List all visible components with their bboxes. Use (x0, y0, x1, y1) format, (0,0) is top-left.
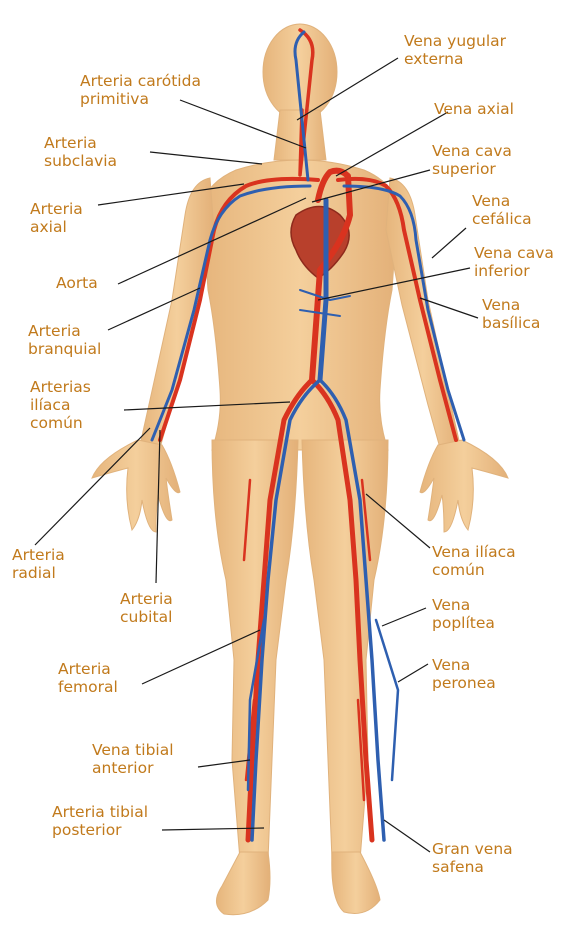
leader-line-13 (366, 494, 430, 548)
leader-line-11 (108, 288, 200, 330)
label-vena-poplitea: Vena poplítea (432, 596, 495, 632)
label-arteria-radial: Arteria radial (12, 546, 65, 582)
label-arteria-carotida-primitiva: Arteria carótida primitiva (80, 72, 201, 108)
leader-line-6 (98, 184, 244, 205)
label-arteria-subclavia: Arteria subclavia (44, 134, 117, 170)
label-vena-tibial-anterior: Vena tibial anterior (92, 741, 174, 777)
leader-line-18 (398, 664, 428, 682)
label-vena-iliaca-comun: Vena ilíaca común (432, 543, 516, 579)
leader-line-12 (124, 402, 290, 410)
label-vena-yugular-externa: Vena yugular externa (404, 32, 506, 68)
label-vena-peronea: Vena peronea (432, 656, 496, 692)
label-vena-cefalica: Vena cefálica (472, 192, 532, 228)
leader-line-9 (118, 198, 306, 284)
label-arterias-iliaca-comun: Arterias ilíaca común (30, 378, 91, 432)
leader-line-7 (432, 228, 466, 258)
leader-line-17 (142, 630, 260, 684)
leader-line-4 (150, 152, 262, 164)
leader-line-8 (318, 268, 470, 300)
leader-line-10 (420, 298, 478, 318)
label-aorta: Aorta (56, 274, 98, 292)
leader-line-20 (162, 828, 264, 830)
label-arteria-branquial: Arteria branquial (28, 322, 101, 358)
label-arteria-tibial-posterior: Arteria tibial posterior (52, 803, 148, 839)
leader-line-21 (384, 820, 430, 852)
leader-line-5 (312, 170, 430, 202)
label-arteria-axial: Arteria axial (30, 200, 83, 236)
leader-line-14 (35, 428, 150, 545)
label-arteria-femoral: Arteria femoral (58, 660, 118, 696)
leader-line-16 (382, 608, 426, 626)
label-gran-vena-safena: Gran vena safena (432, 840, 513, 876)
label-vena-cava-superior: Vena cava superior (432, 142, 512, 178)
leader-line-1 (297, 58, 398, 120)
label-vena-basilica: Vena basílica (482, 296, 540, 332)
label-vena-cava-inferior: Vena cava inferior (474, 244, 554, 280)
leader-line-19 (198, 760, 250, 767)
label-arteria-cubital: Arteria cubital (120, 590, 173, 626)
label-vena-axial: Vena axial (434, 100, 514, 118)
leader-line-15 (156, 430, 160, 583)
